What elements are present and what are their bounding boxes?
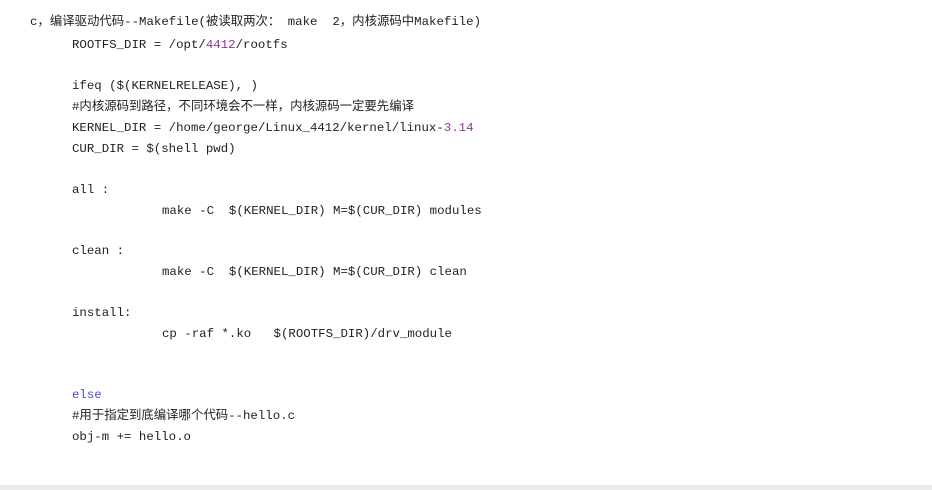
bottom-bar xyxy=(0,485,932,490)
code-target-clean: clean : xyxy=(72,244,125,258)
code-number: 3.14 xyxy=(443,121,474,135)
code-number: 4412 xyxy=(205,38,236,52)
code-cmd-clean: make -C $(KERNEL_DIR) M=$(CUR_DIR) clean xyxy=(162,265,467,279)
code-target-install: install: xyxy=(72,306,132,320)
code-comment: #用于指定到底编译哪个代码--hello.c xyxy=(72,409,296,423)
code-target-all: all : xyxy=(72,183,110,197)
section-title: c，编译驱动代码--Makefile(被读取两次： make 2，内核源码中Ma… xyxy=(30,15,482,29)
code-cmd-all: make -C $(KERNEL_DIR) M=$(CUR_DIR) modul… xyxy=(162,204,482,218)
code-text: ROOTFS_DIR = /opt/ xyxy=(72,38,206,52)
code-line-rootfs: ROOTFS_DIR = /opt/4412/rootfs xyxy=(72,35,288,55)
code-text: /rootfs xyxy=(235,38,288,52)
code-comment: #内核源码到路径，不同环境会不一样，内核源码一定要先编译 xyxy=(72,100,414,114)
code-line-ifeq: ifeq ($(KERNELRELEASE), ) xyxy=(72,79,258,93)
code-line-obj: obj-m += hello.o xyxy=(72,430,191,444)
code-line-cur-dir: CUR_DIR = $(shell pwd) xyxy=(72,142,236,156)
code-line-kernel-dir: KERNEL_DIR = /home/george/Linux_4412/ker… xyxy=(72,118,474,138)
code-text: KERNEL_DIR = /home/george/Linux_4412/ker… xyxy=(72,121,444,135)
code-cmd-install: cp -raf *.ko $(ROOTFS_DIR)/drv_module xyxy=(162,327,452,341)
code-keyword-else: else xyxy=(72,388,102,402)
